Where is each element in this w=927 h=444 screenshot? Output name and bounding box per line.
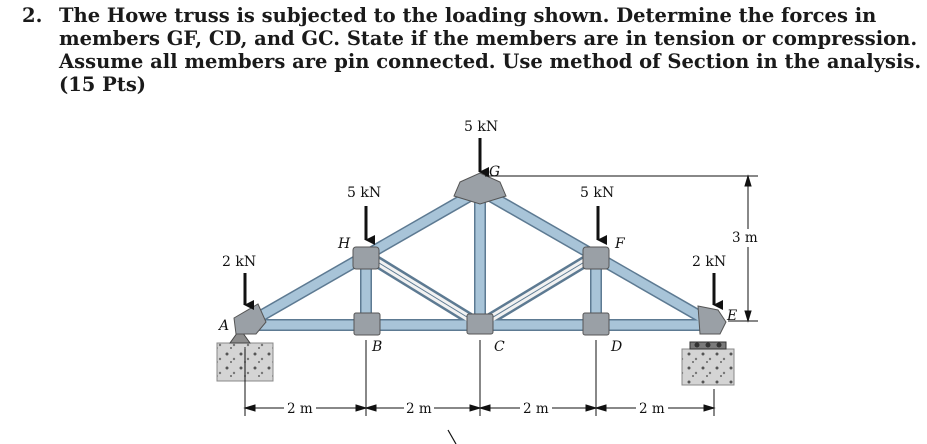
- load-label-G: 5 kN: [464, 119, 498, 135]
- span-dimension-1: 2 m: [287, 401, 313, 417]
- joint-label-B: B: [371, 339, 382, 355]
- span-dimension-2: 2 m: [406, 401, 432, 417]
- joint-label-E: E: [726, 308, 737, 324]
- problem-statement: 2. The Howe truss is subjected to the lo…: [22, 4, 922, 96]
- gusset-plates: [233, 172, 727, 336]
- load-label-A: 2 kN: [222, 254, 256, 270]
- joint-label-D: D: [610, 339, 622, 355]
- problem-line-3: Assume all members are pin connected. Us…: [59, 50, 922, 73]
- joint-label-C: C: [494, 339, 505, 355]
- joint-label-F: F: [614, 236, 626, 252]
- problem-line-1: The Howe truss is subjected to the loadi…: [59, 4, 877, 27]
- problem-line-2: members GF, CD, and GC. State if the mem…: [59, 27, 918, 50]
- height-dimension: [485, 174, 758, 323]
- height-dimension-label: 3 m: [732, 230, 758, 246]
- load-label-H: 5 kN: [347, 185, 381, 201]
- problem-number: 2.: [22, 4, 43, 27]
- joint-label-H: H: [337, 236, 351, 252]
- load-label-F: 5 kN: [580, 185, 614, 201]
- load-label-E: 2 kN: [692, 254, 726, 270]
- support-right: [681, 341, 735, 386]
- joint-label-G: G: [489, 164, 500, 180]
- span-dimension-3: 2 m: [523, 401, 549, 417]
- truss-members: [242, 184, 718, 331]
- span-dimension-4: 2 m: [639, 401, 665, 417]
- problem-text: The Howe truss is subjected to the loadi…: [59, 4, 922, 96]
- span-dimensions: [243, 340, 716, 444]
- joint-label-A: A: [217, 318, 229, 334]
- problem-line-4: (15 Pts): [59, 73, 147, 96]
- load-arrows: [243, 138, 723, 310]
